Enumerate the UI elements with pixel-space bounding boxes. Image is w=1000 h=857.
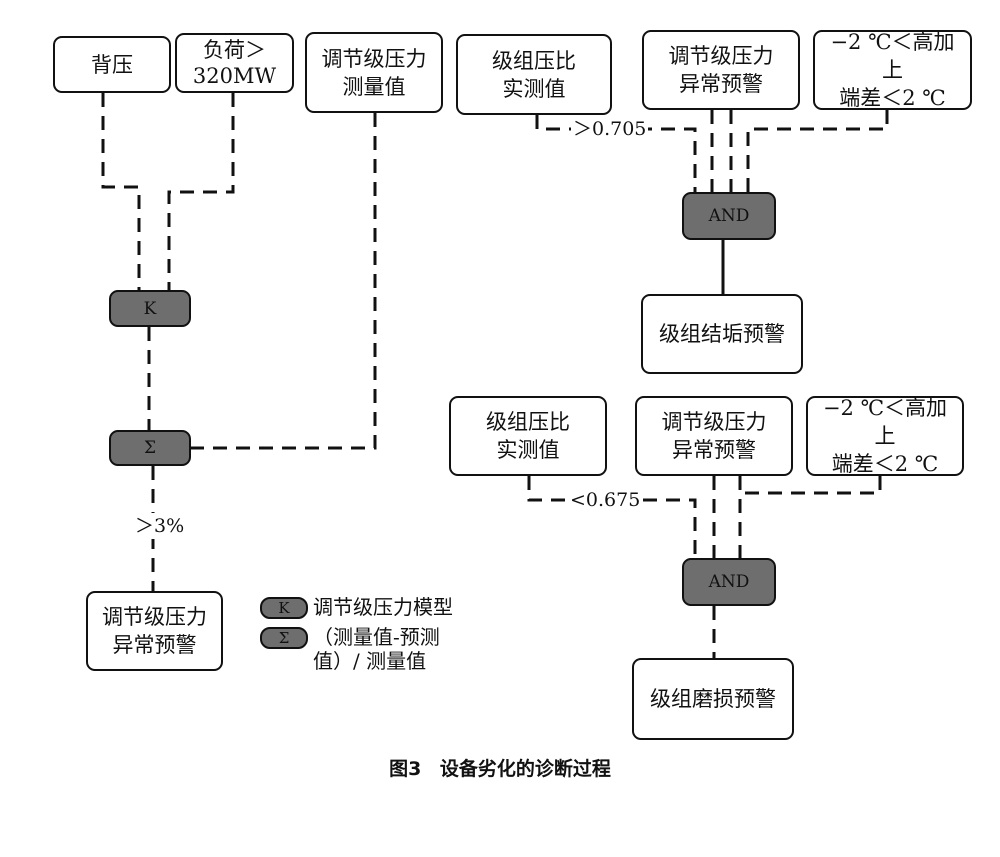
figure-number: 图3: [389, 758, 422, 780]
legend-sigma-description: （测量值-预测 值）/ 测量值: [313, 625, 440, 673]
stage-pressure-alarm-box: 调节级压力 异常预警: [86, 591, 223, 671]
scaling-alarm-box: 级组结垢预警: [641, 294, 803, 374]
stage-pressure-alarm-box-bottom: 调节级压力 异常预警: [635, 396, 793, 476]
connector-temp-bottom: [740, 476, 882, 495]
connector-ratio-bottom: [527, 476, 697, 558]
connector-load: [167, 93, 235, 290]
and-gate-top: AND: [682, 192, 776, 240]
figure-caption: 图3 设备劣化的诊断过程: [0, 754, 1000, 781]
connector-back-pressure: [101, 93, 141, 290]
sigma-node: Σ: [109, 430, 191, 466]
connector-temp-top: [746, 110, 889, 192]
threshold-0675-label: <0.675: [568, 489, 643, 511]
k-model-node: K: [109, 290, 191, 327]
heater-td-condition-box-top: −2 ℃＜高加上 端差＜2 ℃: [813, 30, 972, 110]
and-gate-bottom: AND: [682, 558, 776, 606]
legend-k-symbol: K: [260, 597, 308, 619]
connector-stage-meas: [191, 113, 377, 450]
heater-td-condition-box-bottom: −2 ℃＜高加上 端差＜2 ℃: [806, 396, 964, 476]
threshold-3pct-label: ＞3%: [135, 513, 185, 539]
stage-pressure-alarm-box-top: 调节级压力 异常预警: [642, 30, 800, 110]
legend-sigma-symbol: Σ: [260, 627, 308, 649]
stage-pressure-measured-box: 调节级压力 测量值: [305, 32, 443, 113]
legend-k-description: 调节级压力模型: [313, 595, 453, 619]
wear-alarm-box: 级组磨损预警: [632, 658, 794, 740]
figure-title: 设备劣化的诊断过程: [439, 758, 611, 780]
stage-ratio-measured-box-bottom: 级组压比 实测值: [449, 396, 607, 476]
stage-ratio-measured-box-top: 级组压比 实测值: [456, 34, 612, 115]
back-pressure-box: 背压: [53, 36, 171, 93]
load-condition-box: 负荷＞ 320MW: [175, 33, 294, 93]
threshold-0705-label: ＞0.705: [571, 118, 649, 140]
